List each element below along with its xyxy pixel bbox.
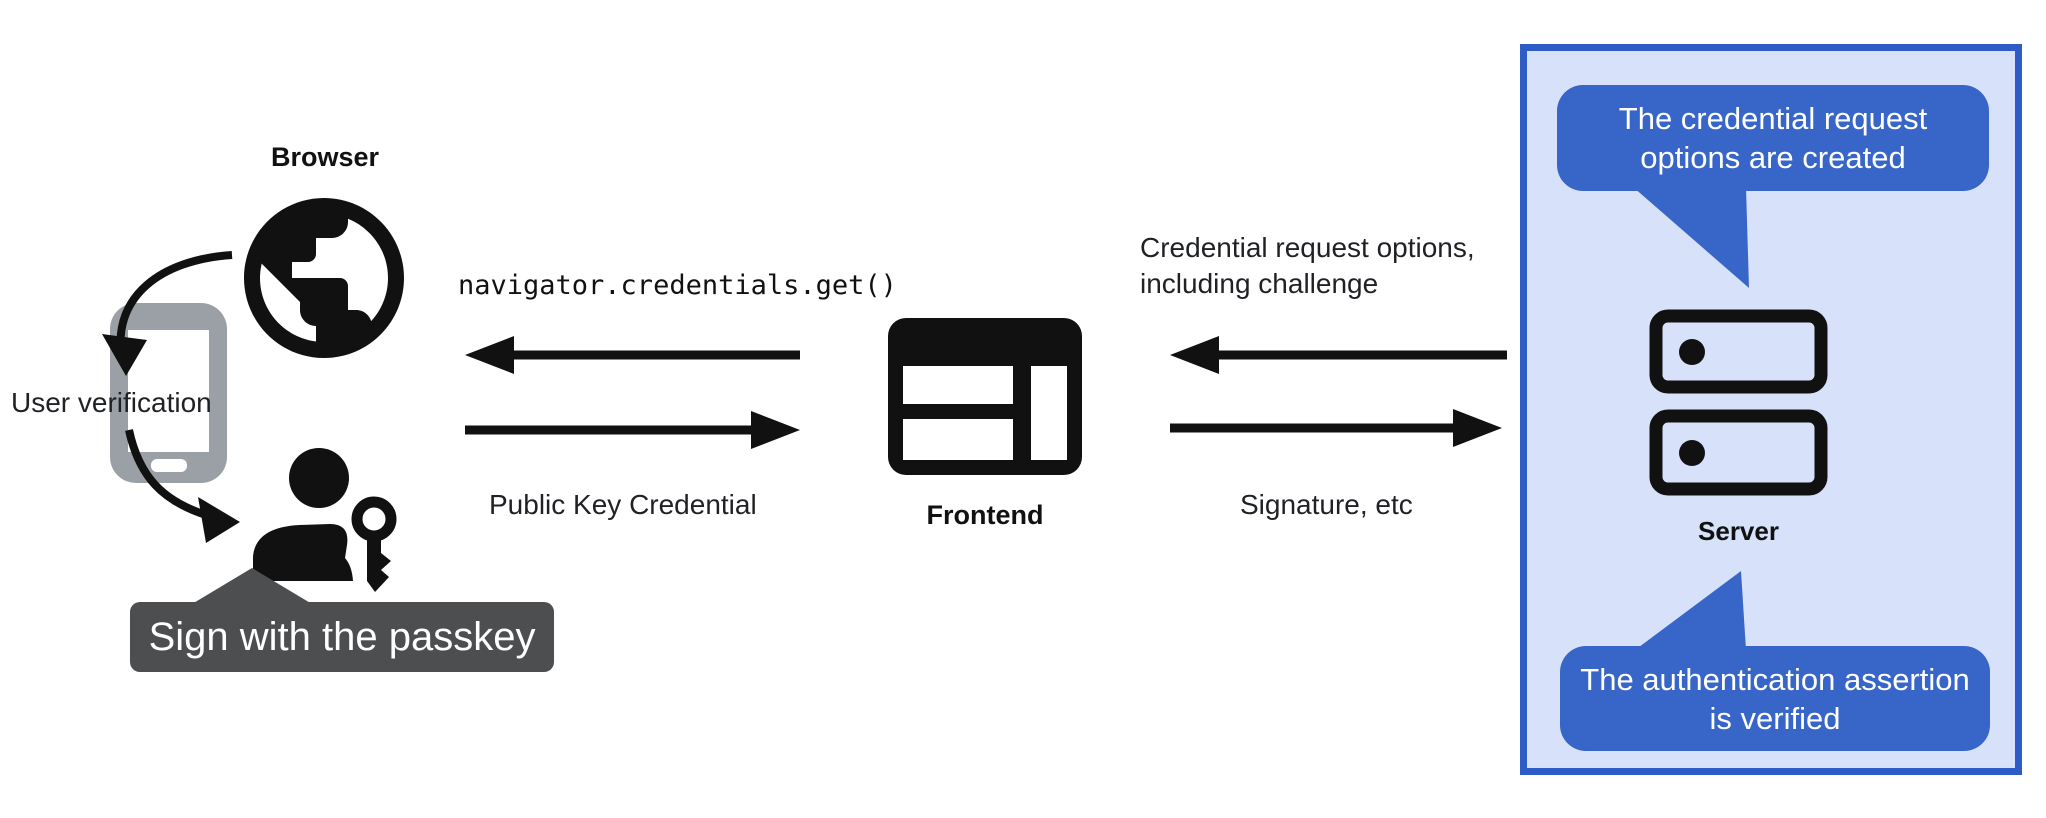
arrow-server-to-frontend (1170, 336, 1507, 374)
navigator-credentials-get-label: navigator.credentials.get() (458, 270, 897, 301)
frontend-label: Frontend (926, 500, 1044, 530)
browser-label: Browser (270, 142, 380, 172)
tooltip-tail (192, 568, 312, 604)
server-bubble-bottom: The authentication assertion is verified (1560, 646, 1990, 751)
key-icon (351, 496, 397, 592)
curved-arrow-browser-to-phone (102, 251, 233, 376)
curved-arrow-phone-to-person (125, 429, 240, 543)
globe-icon (244, 198, 404, 358)
bubble-bottom-tail (1635, 571, 1746, 650)
smartphone-icon (110, 303, 227, 483)
server-stack-icon (1649, 309, 1828, 496)
user-verification-label: User verification (11, 387, 212, 418)
public-key-credential-label: Public Key Credential (489, 489, 757, 520)
arrow-frontend-to-server (1170, 409, 1502, 447)
frontend-window-icon (888, 318, 1082, 475)
signature-etc-label: Signature, etc (1240, 489, 1413, 520)
server-label: Server (1698, 516, 1779, 546)
arrow-browser-to-frontend (465, 411, 800, 449)
bubble-top-tail (1633, 187, 1749, 288)
person-icon (253, 448, 353, 581)
server-bubble-top-text: The credential request options are creat… (1618, 101, 1928, 175)
server-bubble-top: The credential request options are creat… (1557, 85, 1989, 191)
passkey-tooltip: Sign with the passkey (130, 602, 554, 672)
arrow-frontend-to-browser (465, 336, 800, 374)
server-bubble-bottom-text: The authentication assertion is verified (1580, 661, 1970, 736)
passkey-tooltip-text: Sign with the passkey (148, 614, 536, 659)
credential-request-options-label: Credential request options, including ch… (1140, 232, 1475, 299)
